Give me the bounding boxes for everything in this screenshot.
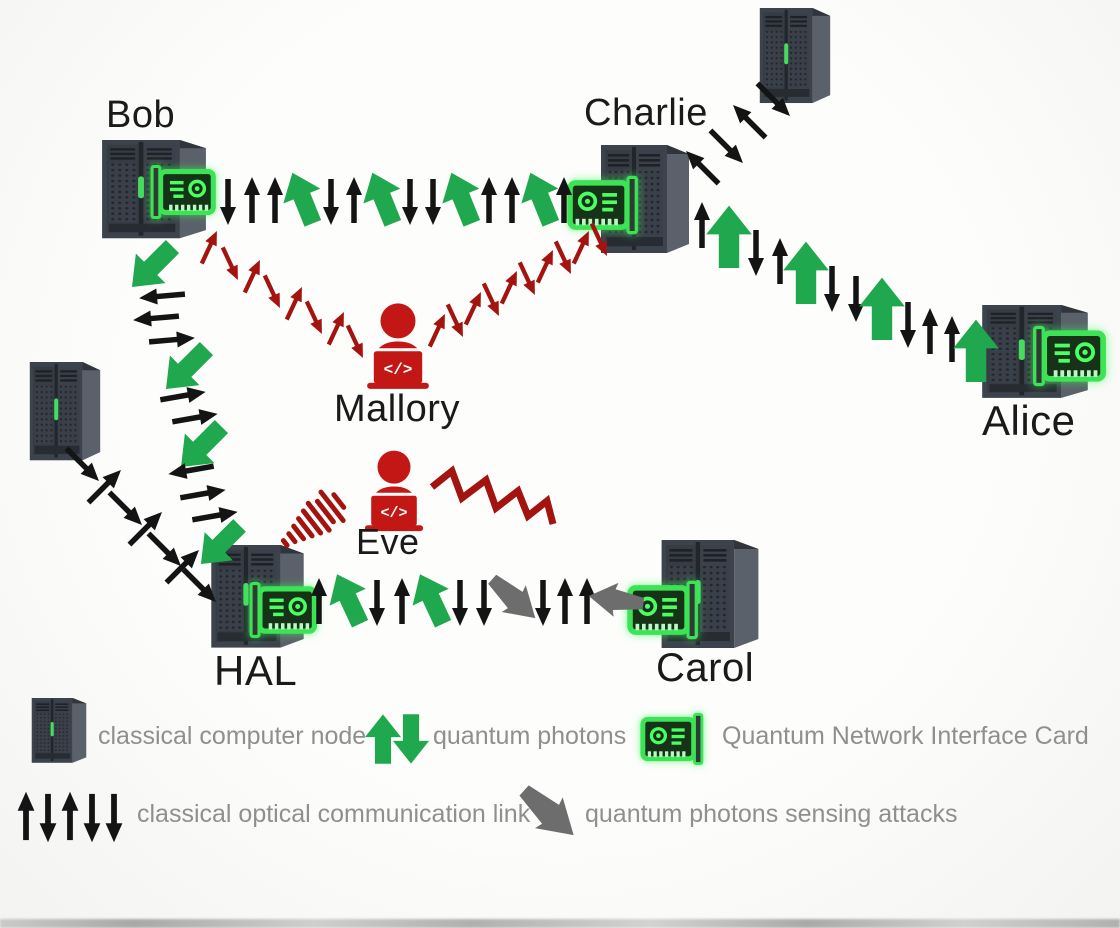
bottom-edge-artifact [0, 919, 1120, 928]
bob-qnic-icon [152, 167, 213, 218]
alice-qnic-icon [1035, 328, 1103, 385]
eve-attacker-icon: </> [363, 449, 425, 533]
mallory-laptop-code-glyph: </> [384, 361, 413, 379]
link-hal-carol [311, 565, 646, 633]
legend-label-sensing-attacks: quantum photons sensing attacks [585, 800, 958, 828]
node-label-bob: Bob [106, 94, 176, 136]
node-top-right-server-icon [759, 8, 831, 104]
legend-label-classical-computer-node: classical computer node [98, 722, 367, 750]
sensing-attack-arrow-icon [480, 565, 548, 632]
node-label-hal: HAL [214, 647, 298, 694]
node-label-alice: Alice [982, 397, 1076, 444]
legend-classical-optical-link-icon [18, 792, 123, 842]
link-bob-hal [117, 231, 254, 579]
node-label-carol: Carol [656, 646, 755, 690]
legend-label-classical-optical-link: classical optical communication link [137, 800, 531, 828]
mallory-attacker-icon: </> [365, 301, 431, 391]
legend-quantum-photons-icon [364, 714, 430, 764]
link-bob-charlie [220, 165, 572, 231]
node-label-charlie: Charlie [584, 92, 708, 134]
link-charlie-alice [694, 202, 999, 382]
node-label-mallory: Mallory [334, 388, 460, 430]
eve-laptop-code-glyph: </> [380, 505, 407, 522]
carol-qnic-icon [630, 582, 696, 637]
eve-zigzag-signal-icon [429, 465, 557, 525]
eve-sensing-burst-icon [280, 489, 347, 548]
hal-qnic-icon [251, 584, 314, 637]
node-label-eve: Eve [356, 521, 420, 562]
link-mallory-bob-eavesdrop [196, 228, 368, 360]
node-left-server-icon [29, 362, 101, 461]
charlie-qnic-icon [570, 177, 636, 232]
legend-qnic-icon [643, 714, 702, 763]
legend-classical-computer-node-icon [31, 698, 87, 763]
link-mallory-charlie-eavesdrop [424, 221, 612, 349]
legend-label-quantum-photons: quantum photons [433, 722, 627, 750]
legend-label-qnic: Quantum Network Interface Card [722, 722, 1089, 750]
